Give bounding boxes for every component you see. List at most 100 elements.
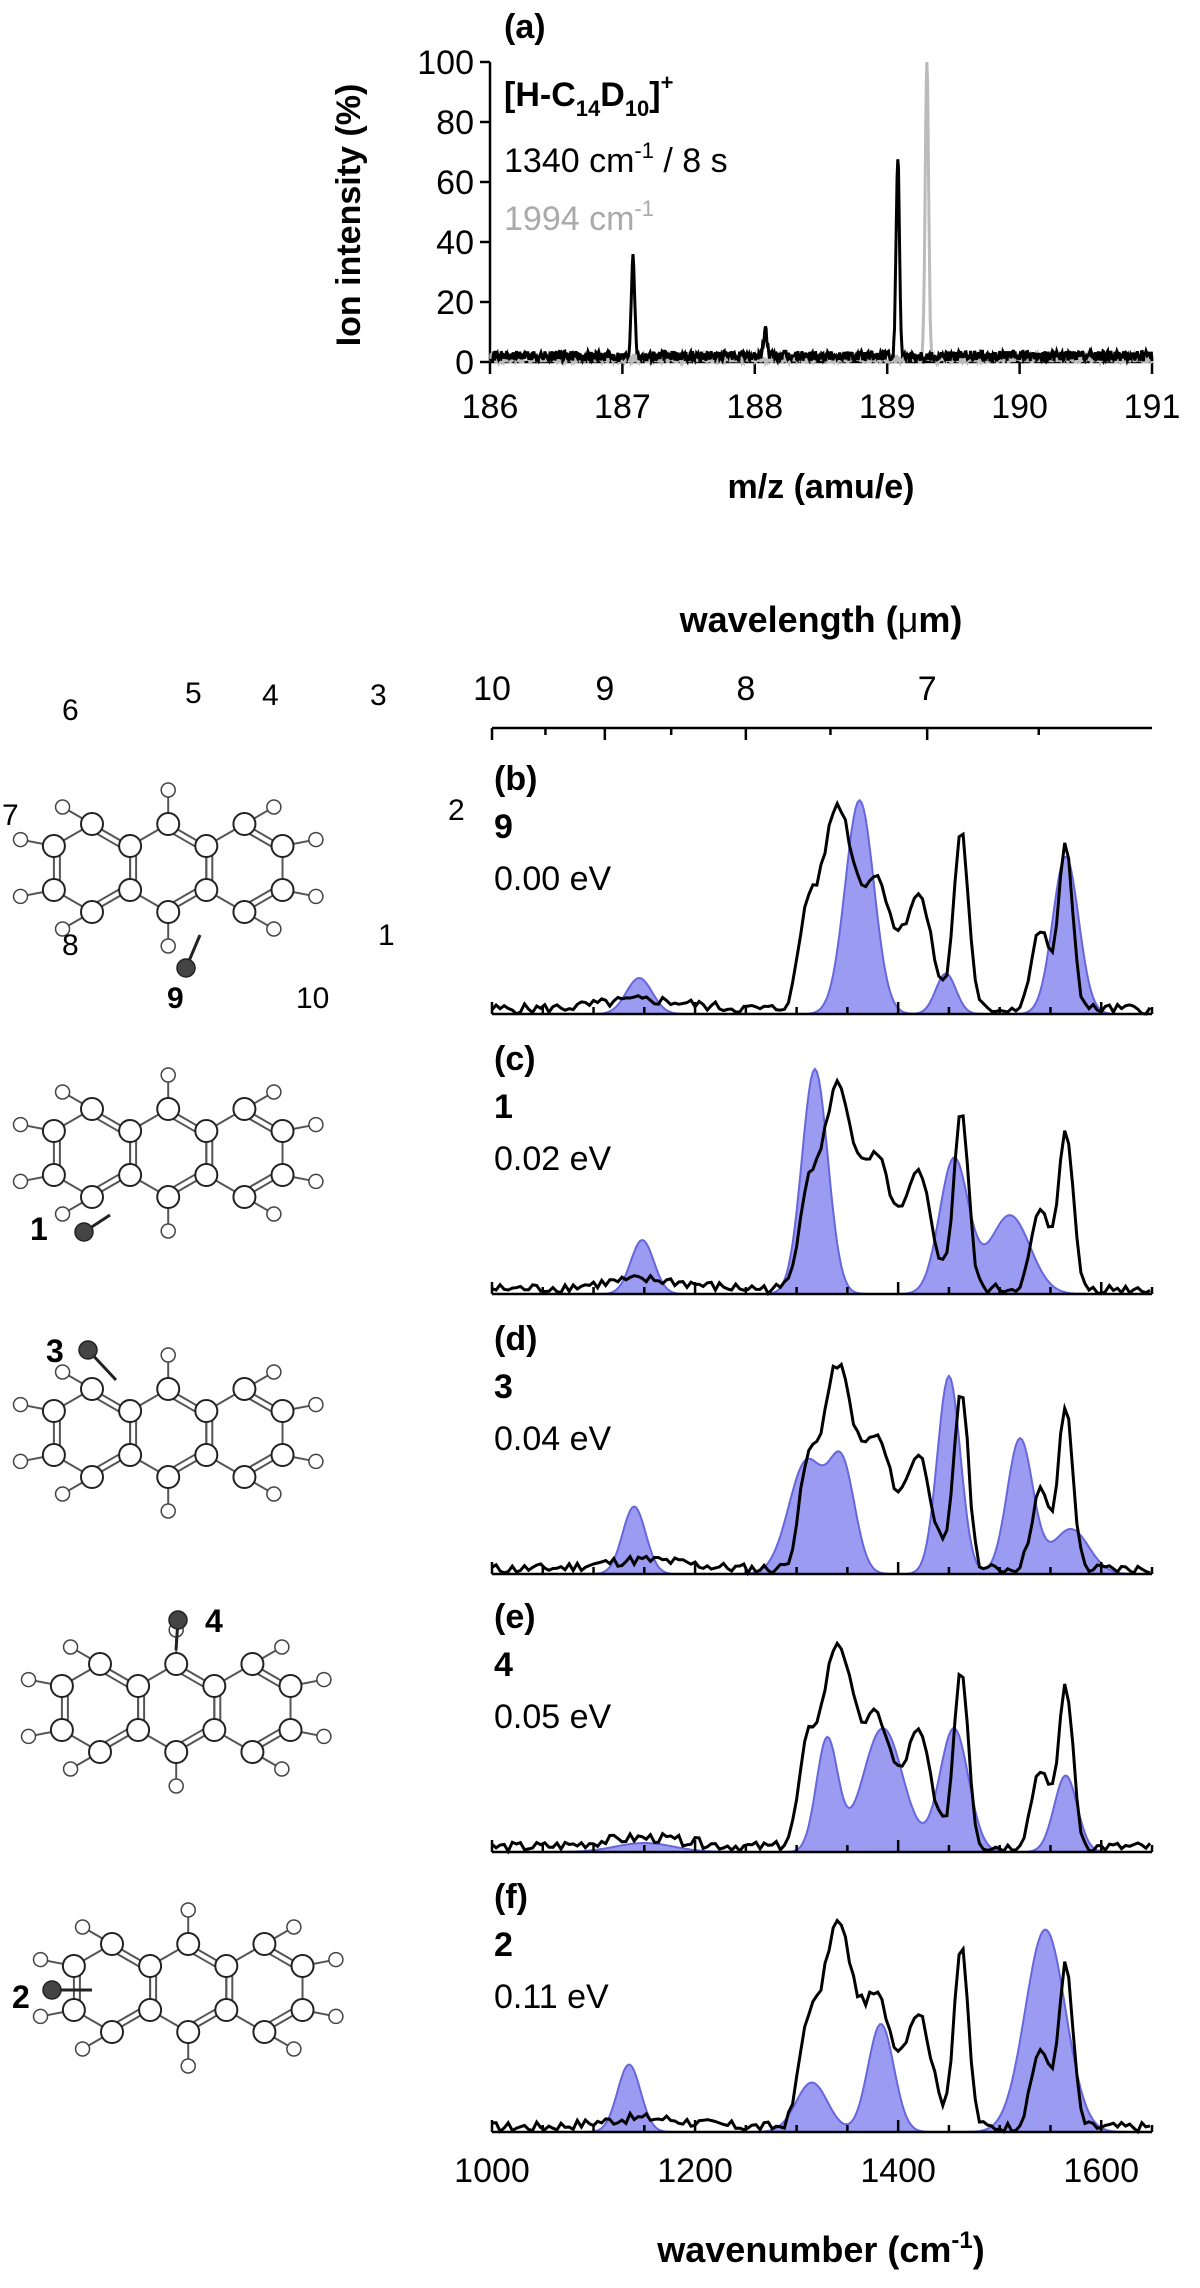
carbon-atom	[138, 1954, 163, 1978]
position-numbers: 1 2 3 4 5 6 7 8 9 10	[2, 677, 465, 1015]
hydrogen-atom	[160, 782, 176, 798]
carbon-atom	[118, 1443, 143, 1467]
theory-spectrum	[492, 1374, 1152, 1575]
hydrogen-atom	[12, 1453, 29, 1470]
carbon-atom	[61, 1954, 86, 1978]
hydrogen-atom	[266, 1486, 282, 1502]
hydrogen-atom	[62, 1761, 79, 1777]
carbon-atom	[194, 1119, 219, 1143]
carbon-atom	[214, 1954, 239, 1978]
experimental-spectrum	[491, 1640, 1152, 1855]
hydrogen-atom	[308, 1116, 324, 1133]
experimental-spectrum	[491, 1077, 1151, 1297]
ms-x-tick-label: 191	[1124, 388, 1181, 426]
hydrogen-atom	[12, 831, 29, 848]
carbon-atom	[80, 1185, 104, 1209]
carbon-atom	[176, 2020, 201, 2044]
carbon-atom	[270, 834, 295, 858]
ms-y-tick-label: 80	[436, 104, 474, 142]
ms-series	[489, 61, 1154, 368]
ms-x-tick-label: 190	[991, 388, 1048, 426]
position-6: 6	[62, 694, 79, 727]
hydrogen-atom	[308, 1173, 324, 1190]
wavelength-tick-label: 7	[918, 670, 937, 708]
carbon-atom	[252, 2020, 277, 2044]
carbon-atom	[278, 1718, 303, 1742]
hydrogen-atom	[54, 1364, 71, 1380]
ir-panel-9: (b)90.00 eV	[490, 760, 1154, 1016]
hydrogen-atom	[286, 1919, 302, 1935]
hydrogen-atom	[12, 1173, 29, 1190]
carbon-atom	[118, 834, 143, 858]
carbon-atom	[156, 1097, 181, 1121]
carbon-atom	[240, 1652, 265, 1676]
carbon-atom	[61, 1998, 86, 2022]
carbon-atom	[41, 1119, 66, 1143]
carbon-atom	[156, 900, 181, 924]
carbon-atom	[100, 1932, 124, 1956]
hydrogen-atom	[20, 1728, 37, 1745]
carbon-atom	[118, 1163, 143, 1187]
carbon-atom	[232, 900, 257, 924]
ms-series-1340	[489, 159, 1154, 367]
hydrogen-atom	[12, 1116, 29, 1133]
ms-y-tick-label: 40	[436, 224, 474, 262]
carbon-atom	[194, 834, 219, 858]
position-1: 1	[378, 919, 395, 952]
carbon-atom	[232, 1185, 257, 1209]
wavelength-tick-label: 9	[595, 670, 614, 708]
carbon-atom	[126, 1718, 151, 1742]
experimental-spectrum	[491, 1917, 1151, 2135]
hydrogen-atom	[316, 1671, 332, 1688]
theory-spectrum	[492, 1067, 1152, 1295]
carbon-atom	[270, 878, 295, 902]
position-4: 4	[262, 679, 279, 712]
hydrogen-atom	[160, 1503, 176, 1519]
ms-y-tick-label: 0	[455, 344, 474, 382]
site-labels: 1 3 4 2	[12, 1211, 223, 2015]
extra-hydrogen-atom	[176, 958, 196, 978]
wavenumber-tick-label: 1600	[1063, 2152, 1139, 2190]
molecule-9	[12, 782, 324, 978]
carbon-atom	[232, 1097, 257, 1121]
hydrogen-atom	[274, 1639, 290, 1655]
carbon-atom	[232, 812, 257, 836]
position-5: 5	[185, 677, 202, 710]
panel-label: (e)	[494, 1598, 536, 1636]
hydrogen-atom	[74, 1919, 91, 1935]
carbon-atom	[202, 1718, 227, 1742]
ms-y-tick-label: 60	[436, 164, 474, 202]
carbon-atom	[156, 1185, 181, 1209]
carbon-atom	[232, 1465, 257, 1489]
hydrogen-atom	[160, 1347, 176, 1363]
molecular-structures	[12, 782, 344, 2074]
carbon-atom	[232, 1377, 257, 1401]
hydrogen-atom	[54, 921, 71, 937]
carbon-atom	[80, 812, 104, 836]
ir-panel-1: (c)10.02 eV	[490, 1040, 1154, 1297]
carbon-atom	[49, 1718, 74, 1742]
molecule-2	[32, 1902, 344, 2074]
wavenumber-axis-label: wavenumber (cm-1)	[656, 2227, 984, 2270]
ms-legend-black: 1340 cm-1 / 8 s	[504, 138, 728, 180]
hydrogen-atom	[328, 2008, 344, 2025]
panel-isomer: 1	[494, 1088, 513, 1126]
carbon-atom	[270, 1399, 295, 1423]
carbon-atom	[126, 1674, 151, 1698]
hydrogen-atom	[308, 831, 324, 848]
ir-spectra: (b)90.00 eV(c)10.02 eV(d)30.04 eV(e)40.0…	[490, 760, 1154, 2135]
carbon-atom	[270, 1163, 295, 1187]
extra-hydrogen-atom	[42, 1980, 62, 2000]
panel-energy: 0.04 eV	[494, 1420, 612, 1458]
molecule-4	[20, 1610, 332, 1794]
extra-hydrogen-atom	[78, 1340, 98, 1360]
extra-hydrogen-atom	[74, 1222, 94, 1242]
wavelength-axis-label: wavelength (μm)	[679, 599, 963, 640]
position-7: 7	[2, 799, 19, 832]
hydrogen-atom	[54, 799, 71, 815]
